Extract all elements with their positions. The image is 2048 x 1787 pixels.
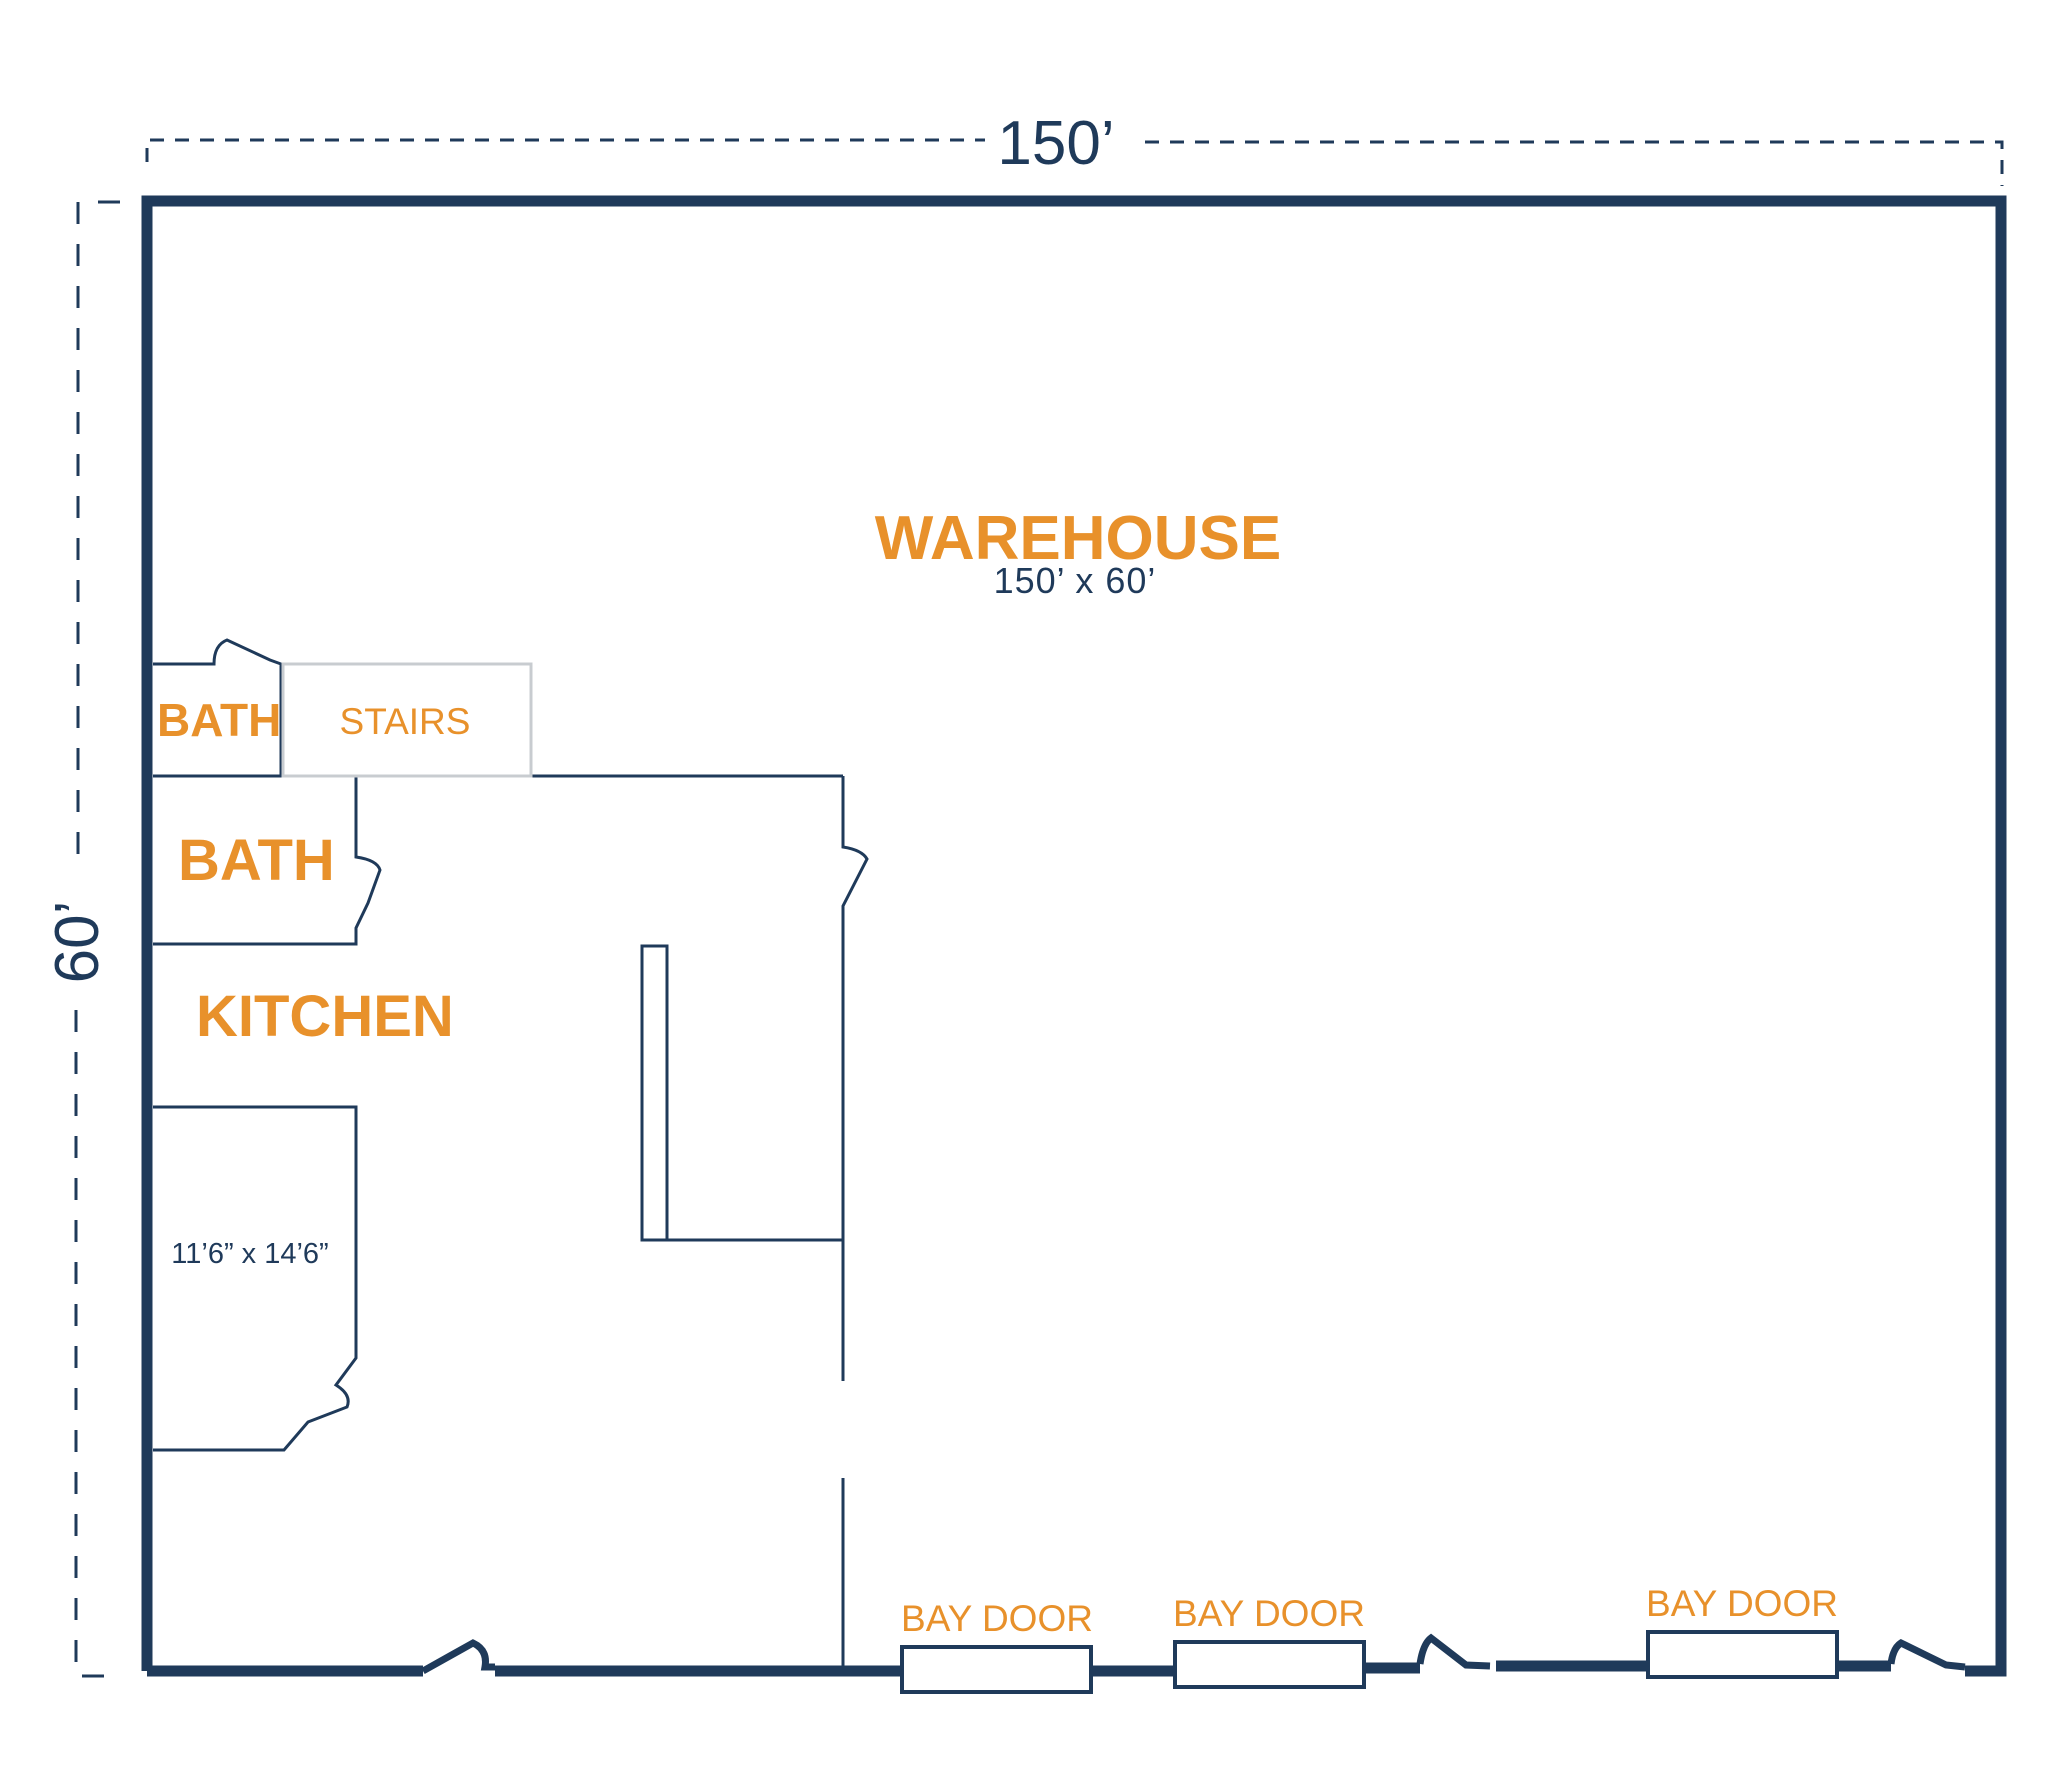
door-swing-1 xyxy=(421,1639,495,1675)
width-dimension-line xyxy=(145,138,2004,186)
interior-walls xyxy=(153,638,869,1670)
bay-door-2-opening xyxy=(1173,1640,1366,1689)
bath-lower-label: BATH xyxy=(178,828,335,893)
kitchen-label: KITCHEN xyxy=(196,984,454,1049)
bay-door-label-1: BAY DOOR xyxy=(901,1598,1093,1639)
bay-door-label-3: BAY DOOR xyxy=(1646,1583,1838,1624)
door-swing-2 xyxy=(1416,1633,1491,1670)
stairs-outline xyxy=(281,662,533,778)
door-swing-3 xyxy=(1887,1639,1966,1671)
bay-door-3-opening xyxy=(1646,1630,1839,1679)
exterior-door-swings xyxy=(421,1633,1966,1675)
height-dimension-label: 60’ xyxy=(43,900,112,984)
bay-door-label-2: BAY DOOR xyxy=(1173,1593,1365,1634)
exterior-walls xyxy=(141,195,2007,1677)
width-dimension-label: 150’ xyxy=(997,109,1115,178)
stairs-label: STAIRS xyxy=(339,701,471,742)
bay-door-openings xyxy=(900,1630,1839,1694)
warehouse-size: 150’ x 60’ xyxy=(993,560,1157,601)
bath-upper-label: BATH xyxy=(157,694,282,746)
height-dimension-line xyxy=(74,200,120,1678)
office-size-label: 11’6” x 14’6” xyxy=(171,1238,329,1270)
bay-door-1-opening xyxy=(900,1645,1093,1694)
warehouse-label: WAREHOUSE xyxy=(874,504,1282,573)
